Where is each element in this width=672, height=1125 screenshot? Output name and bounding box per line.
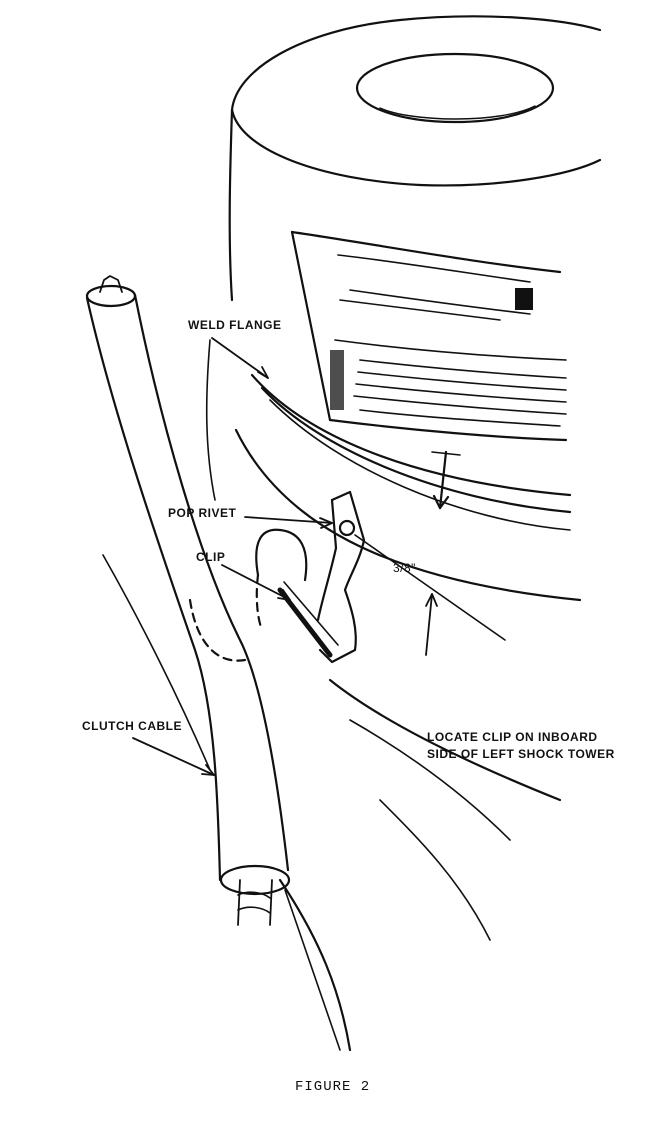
label-clip: CLIP (196, 550, 226, 564)
label-pop-rivet: POP RIVET (168, 506, 237, 520)
label-dimension: 3/8" (393, 561, 416, 575)
note-line-2: SIDE OF LEFT SHOCK TOWER (427, 747, 615, 761)
shock-tower (228, 15, 602, 302)
note-line-1: LOCATE CLIP ON INBOARD (427, 730, 598, 744)
clutch-cable (85, 275, 308, 926)
shell-contours (234, 373, 582, 1052)
dimension-marker (431, 450, 461, 510)
figure-caption: FIGURE 2 (295, 1079, 371, 1095)
pop-rivet-head (338, 519, 356, 537)
label-weld-flange: WELD FLANGE (188, 318, 282, 332)
clip-bracket (277, 490, 366, 664)
tower-decal (290, 230, 568, 442)
guide-lines (102, 339, 506, 1051)
installation-note: LOCATE CLIP ON INBOARD SIDE OF LEFT SHOC… (427, 729, 615, 763)
shock-tower-hole (355, 52, 555, 124)
label-clutch-cable: CLUTCH CABLE (82, 719, 182, 733)
leader-lines (132, 337, 438, 776)
